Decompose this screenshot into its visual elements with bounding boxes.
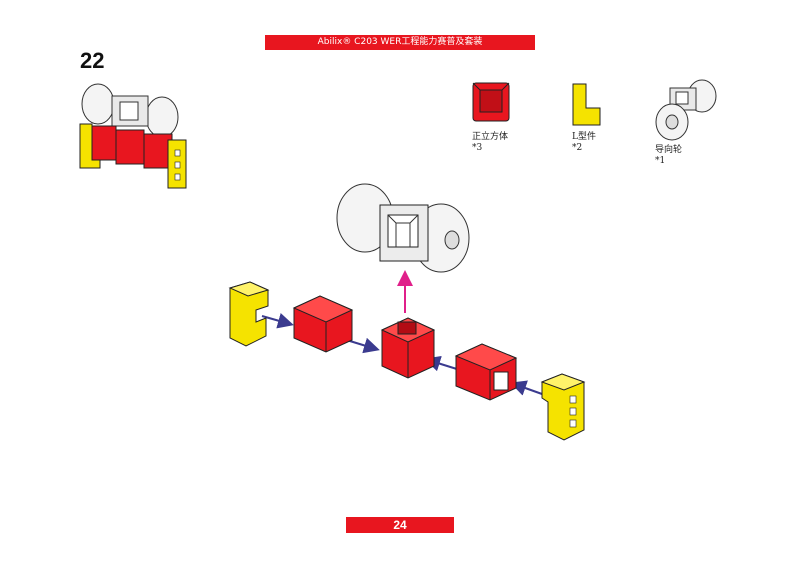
part-qty: *1	[655, 156, 666, 166]
arrow-right-yellow	[510, 380, 543, 396]
red-cube-right	[454, 343, 518, 401]
page-number: 24	[346, 517, 454, 533]
part-name: L型件	[572, 132, 596, 142]
part-qty: *2	[572, 143, 583, 153]
part-name: 导向轮	[655, 145, 683, 155]
header-banner: Abilix® C203 WER工程能力赛普及套装	[265, 35, 535, 50]
part-name: 正立方体	[472, 132, 509, 142]
guide-wheel-assembly	[336, 183, 470, 273]
part-qty: *3	[472, 143, 483, 153]
yellow-l-piece-right	[540, 373, 586, 441]
guide-wheel-icon	[655, 79, 717, 141]
red-cube-icon	[472, 82, 510, 122]
red-cube-left	[292, 295, 354, 353]
part-label-guide-wheel: 导向轮 *1	[655, 145, 682, 167]
part-label-cube: 正立方体 *3	[472, 132, 508, 154]
step-number: 22	[80, 48, 105, 73]
red-cube-center	[380, 317, 436, 379]
part-label-l-piece: L型件 *2	[572, 132, 596, 154]
arrow-left-yellow	[261, 313, 294, 329]
yellow-l-piece-icon	[572, 83, 601, 126]
step-preview	[79, 83, 187, 189]
yellow-l-piece-left	[228, 281, 270, 347]
